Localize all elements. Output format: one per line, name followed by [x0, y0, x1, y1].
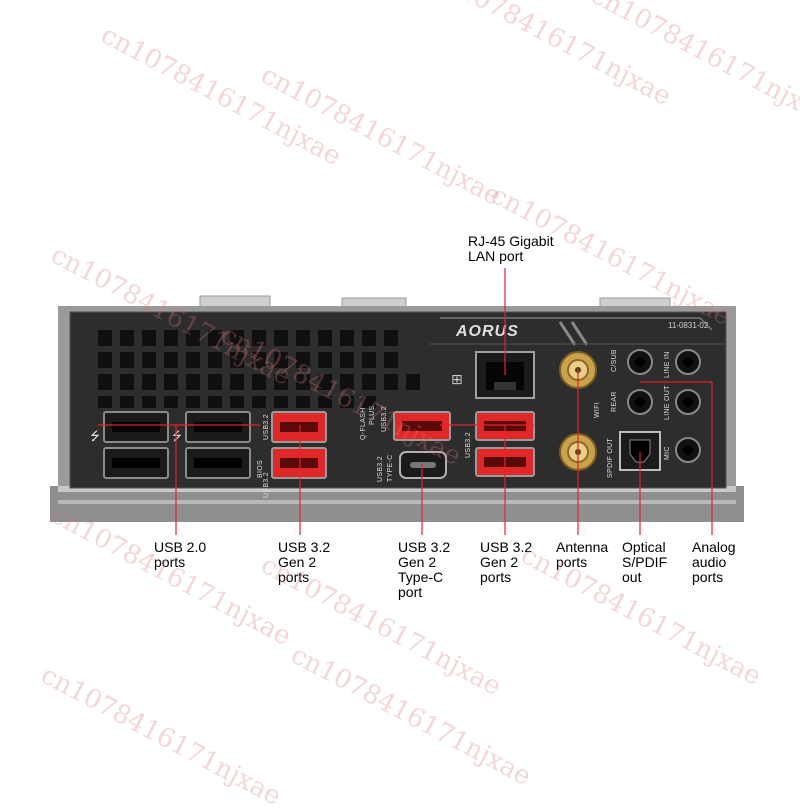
callout-usb32-gen2-right: USB 3.2 Gen 2 ports	[480, 539, 533, 585]
callout-lan: RJ-45 Gigabit LAN port	[468, 233, 554, 264]
callout-usb20: USB 2.0 ports	[154, 539, 207, 570]
label-csub: C/SUB	[611, 349, 618, 372]
label-usb32-a: USB3.2	[263, 414, 270, 440]
callout-antenna: Antenna ports	[556, 539, 609, 570]
label-usb32-top: USB3.2	[381, 406, 388, 432]
optical-spdif-port	[619, 431, 661, 471]
usb32-gen2-port-group	[271, 411, 327, 479]
label-bios: BIOS	[257, 460, 264, 478]
callout-analog: Analog audio ports	[692, 539, 736, 585]
callout-usb32-gen2: USB 3.2 Gen 2 ports	[278, 539, 331, 585]
callout-optical: Optical S/PDIF out	[622, 539, 668, 585]
label-rear: REAR	[611, 391, 618, 412]
vent-holes	[98, 330, 420, 408]
label-mic: MIC	[664, 446, 671, 460]
label-usb32-typec-1: USB3.2	[377, 456, 384, 482]
svg-text:⊞: ⊞	[451, 372, 463, 388]
svg-text:⭍: ⭍	[90, 429, 100, 443]
callout-typec: USB 3.2 Gen 2 Type-C port	[398, 539, 451, 600]
label-qflash: Q-FLASH	[360, 408, 367, 440]
part-number: 11-0831-02	[668, 321, 709, 330]
label-plus: PLUS	[369, 405, 376, 425]
analog-audio-jacks	[627, 349, 701, 463]
usb20-port-group: ⭍ ⭍	[90, 411, 251, 479]
callout-lines	[98, 268, 713, 535]
label-wifi: WIFI	[594, 402, 601, 418]
qflash-typec-group	[393, 411, 451, 479]
brand-logo: AORUS	[455, 323, 519, 340]
label-spdif: SPDIF OUT	[607, 438, 614, 478]
svg-text:⭍: ⭍	[172, 429, 182, 443]
label-usb32-right: USB3.2	[465, 432, 472, 458]
label-usb32-typec-2: TYPE-C	[387, 455, 394, 482]
label-line-out: LINE OUT	[664, 385, 671, 420]
label-line-in: LINE IN	[664, 351, 671, 378]
label-usb32-b: USB3.2	[263, 472, 270, 498]
